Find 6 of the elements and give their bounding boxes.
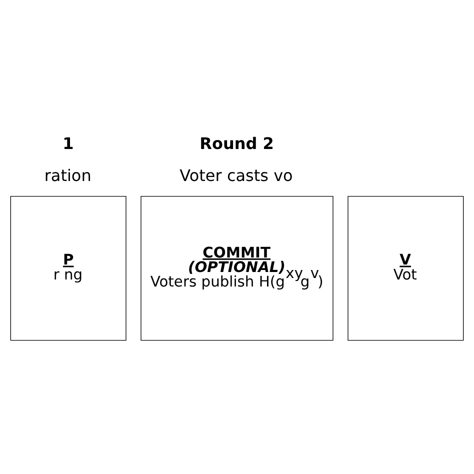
- node-box: P r ng: [10, 196, 126, 341]
- node-box: V Vot: [348, 196, 464, 341]
- label: Voter casts vo: [180, 166, 293, 186]
- label: 1: [62, 134, 74, 154]
- label: ration: [44, 166, 92, 186]
- label: Round 2: [200, 134, 274, 154]
